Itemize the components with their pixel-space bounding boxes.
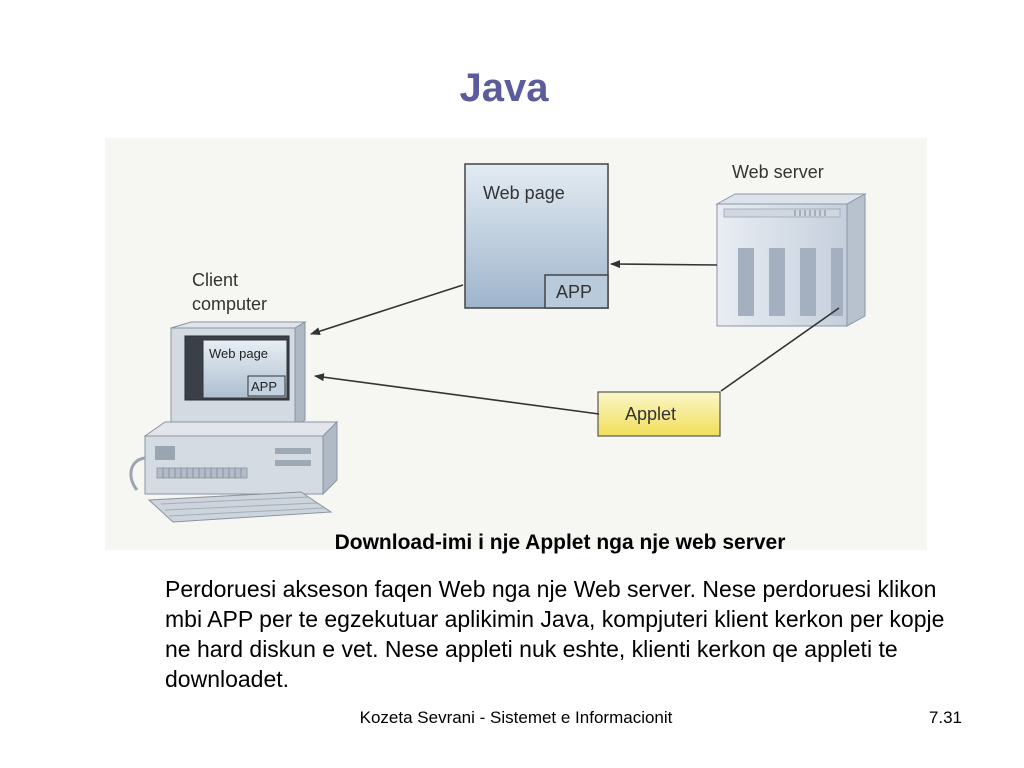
- footer-text: Kozeta Sevrani - Sistemet e Informacioni…: [359, 708, 673, 727]
- monitor-page-label: Web page: [209, 346, 268, 361]
- applet-label: Applet: [625, 404, 676, 424]
- client-computer-icon: Web page APP: [129, 321, 339, 523]
- body-paragraph: Perdoruesi akseson faqen Web nga nje Web…: [165, 576, 945, 692]
- monitor-app-label: APP: [251, 379, 277, 394]
- web-page-app-label: APP: [556, 282, 592, 302]
- web-server-label: Web server: [732, 162, 824, 182]
- web-server-icon: [715, 193, 867, 327]
- client-label-line1: Client: [192, 270, 238, 290]
- arrow-applet-to-client: [314, 373, 600, 415]
- applet-box: Applet: [597, 391, 721, 437]
- figure-caption: Download-imi i nje Applet nga nje web se…: [334, 531, 786, 554]
- line-server-to-applet: [720, 307, 840, 392]
- web-page-label: Web page: [483, 183, 565, 203]
- applet-download-diagram: Web page APP Web server App: [105, 138, 927, 550]
- web-page-box: Web page APP: [464, 163, 609, 309]
- arrow-webpage-to-client: [310, 284, 464, 336]
- arrow-server-to-webpage: [610, 260, 718, 269]
- client-label-line2: computer: [192, 294, 267, 314]
- slide-title: Java: [459, 66, 549, 110]
- slide-number: 7.31: [928, 708, 962, 727]
- web-page-app-box: [544, 274, 609, 309]
